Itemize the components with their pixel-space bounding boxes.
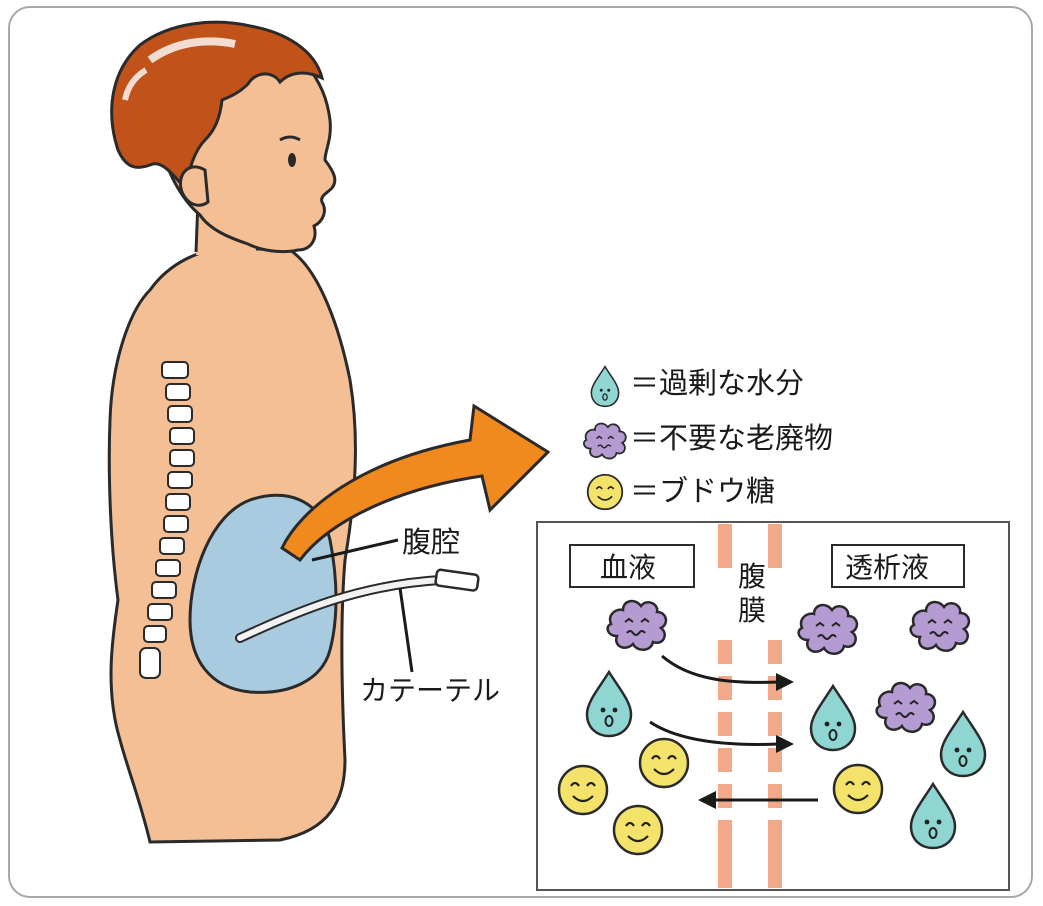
legend-label-water: ＝過剰な水分	[630, 366, 804, 400]
glucose-face-icon	[588, 475, 623, 510]
catheter-label: カテーテル	[360, 674, 500, 707]
catheter-connector	[435, 569, 479, 591]
blood-label: 血液	[600, 551, 656, 584]
legend-label-waste: ＝不要な老廃物	[630, 421, 833, 455]
glucose-face-icon	[640, 739, 688, 787]
membrane-label-1: 腹	[738, 560, 766, 593]
legend: ＝過剰な水分 ＝不要な老廃物 ＝ブドウ糖	[584, 366, 833, 509]
glucose-face-icon	[834, 765, 882, 813]
waste-blob-icon	[584, 423, 626, 458]
membrane-label-2: 膜	[738, 594, 766, 627]
eye	[288, 153, 296, 167]
legend-label-glucose: ＝ブドウ糖	[630, 474, 775, 508]
glucose-face-icon	[614, 806, 662, 854]
dialysate-label: 透析液	[845, 551, 929, 584]
water-drop-icon	[591, 367, 618, 407]
cavity-label: 腹腔	[402, 525, 460, 559]
exchange-panel: 腹 膜 血液 透析液	[537, 522, 1009, 890]
glucose-face-icon	[559, 766, 607, 814]
boy-figure	[109, 22, 548, 842]
catheter-leader-line	[400, 588, 412, 672]
